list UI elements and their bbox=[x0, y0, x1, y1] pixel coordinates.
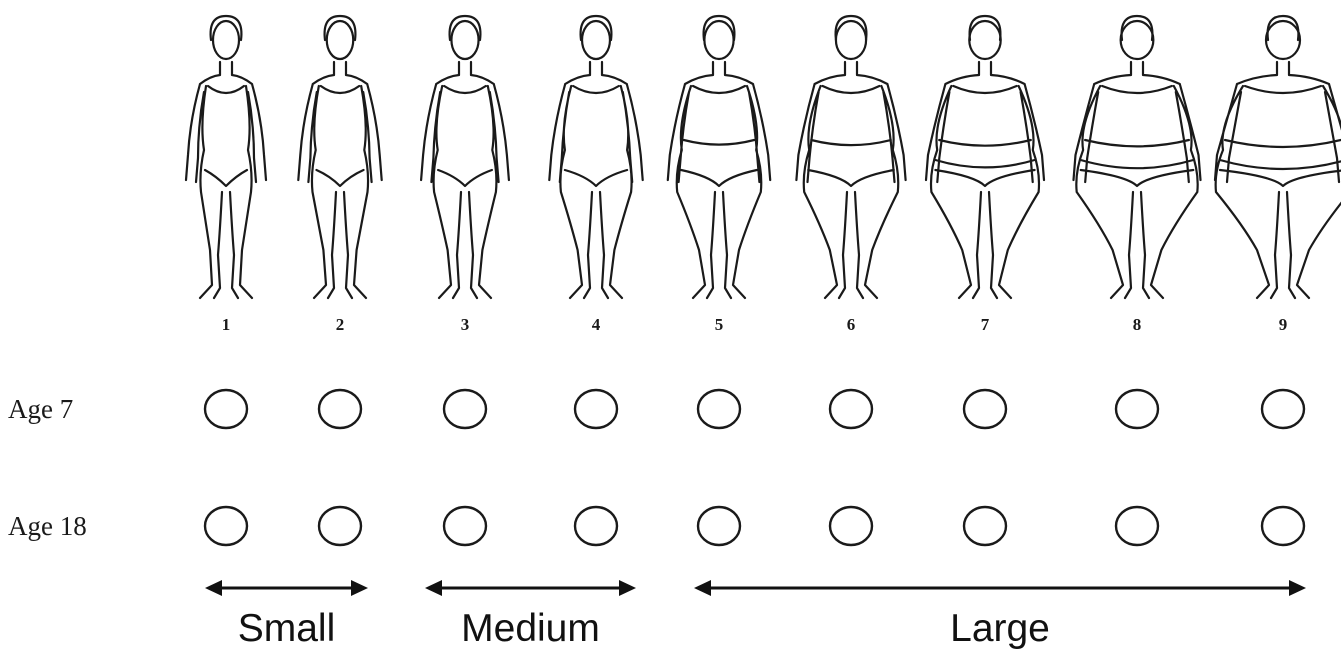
figure-body bbox=[668, 62, 770, 298]
range-label: Small bbox=[238, 607, 336, 650]
figure-number-4: 4 bbox=[592, 315, 601, 334]
answer-circle-figure-1[interactable] bbox=[205, 390, 247, 428]
body-figure-4 bbox=[549, 16, 642, 298]
arrow-right-icon bbox=[351, 580, 368, 596]
answer-circle-figure-9[interactable] bbox=[1262, 390, 1304, 428]
figure-numbers: 1 2 3 4 5 6 7 8 9 bbox=[222, 315, 1288, 334]
figure-body bbox=[186, 62, 266, 298]
body-figure-1 bbox=[186, 16, 266, 298]
figure-body bbox=[549, 62, 642, 298]
body-figure-2 bbox=[298, 16, 381, 298]
figure-number-6: 6 bbox=[847, 315, 856, 334]
figure-body bbox=[1215, 62, 1341, 298]
size-range-medium: Medium bbox=[425, 580, 636, 650]
size-range-small: Small bbox=[205, 580, 368, 650]
figure-head bbox=[836, 21, 866, 59]
figure-number-9: 9 bbox=[1279, 315, 1288, 334]
arrow-right-icon bbox=[1289, 580, 1306, 596]
figure-head bbox=[969, 21, 1000, 59]
figure-number-8: 8 bbox=[1133, 315, 1142, 334]
figure-number-1: 1 bbox=[222, 315, 231, 334]
figure-body bbox=[298, 62, 381, 298]
answer-circle-figure-7[interactable] bbox=[964, 390, 1006, 428]
answer-circle-figure-7[interactable] bbox=[964, 507, 1006, 545]
figure-number-3: 3 bbox=[461, 315, 470, 334]
answer-circle-figure-3[interactable] bbox=[444, 390, 486, 428]
answer-circle-figure-1[interactable] bbox=[205, 507, 247, 545]
answer-circle-figure-2[interactable] bbox=[319, 507, 361, 545]
row-label: Age 7 bbox=[8, 394, 73, 424]
response-rows: Age 7 Age 18 bbox=[8, 390, 1304, 545]
figure-number-5: 5 bbox=[715, 315, 724, 334]
response-row-2: Age 18 bbox=[8, 507, 1304, 545]
answer-circle-figure-8[interactable] bbox=[1116, 390, 1158, 428]
range-label: Medium bbox=[461, 607, 600, 650]
body-figure-8 bbox=[1074, 16, 1201, 298]
body-figure-9 bbox=[1215, 16, 1341, 298]
answer-circle-figure-6[interactable] bbox=[830, 390, 872, 428]
figure-body bbox=[926, 62, 1044, 298]
answer-circle-figure-9[interactable] bbox=[1262, 507, 1304, 545]
answer-circle-figure-4[interactable] bbox=[575, 507, 617, 545]
size-ranges: Small Medium Large bbox=[205, 580, 1306, 650]
figure-head bbox=[327, 21, 353, 59]
figure-body bbox=[796, 62, 905, 298]
body-figure-6 bbox=[796, 16, 905, 298]
figure-head bbox=[1266, 21, 1300, 59]
answer-circle-figure-2[interactable] bbox=[319, 390, 361, 428]
figure-head bbox=[582, 21, 610, 59]
figure-head bbox=[1121, 21, 1154, 59]
body-figure-3 bbox=[421, 16, 509, 298]
size-range-large: Large bbox=[694, 580, 1306, 650]
answer-circle-figure-5[interactable] bbox=[698, 507, 740, 545]
answer-circle-figure-5[interactable] bbox=[698, 390, 740, 428]
figure-body bbox=[421, 62, 509, 298]
arrow-left-icon bbox=[205, 580, 222, 596]
range-label: Large bbox=[950, 607, 1050, 650]
answer-circle-figure-6[interactable] bbox=[830, 507, 872, 545]
figures-row bbox=[186, 16, 1341, 298]
figure-body bbox=[1074, 62, 1201, 298]
arrow-left-icon bbox=[694, 580, 711, 596]
figure-number-7: 7 bbox=[981, 315, 990, 334]
figure-hair bbox=[970, 16, 1001, 40]
answer-circle-figure-8[interactable] bbox=[1116, 507, 1158, 545]
answer-circle-figure-3[interactable] bbox=[444, 507, 486, 545]
response-row-1: Age 7 bbox=[8, 390, 1304, 428]
arrow-right-icon bbox=[619, 580, 636, 596]
figure-head bbox=[704, 21, 733, 59]
arrow-left-icon bbox=[425, 580, 442, 596]
answer-circle-figure-4[interactable] bbox=[575, 390, 617, 428]
figure-number-2: 2 bbox=[336, 315, 345, 334]
figure-hair bbox=[1268, 16, 1299, 40]
figure-hair bbox=[1122, 16, 1153, 40]
figure-head bbox=[451, 21, 478, 59]
body-figure-5 bbox=[668, 16, 770, 298]
figure-head bbox=[213, 21, 239, 59]
body-figure-7 bbox=[926, 16, 1044, 298]
row-label: Age 18 bbox=[8, 511, 87, 541]
